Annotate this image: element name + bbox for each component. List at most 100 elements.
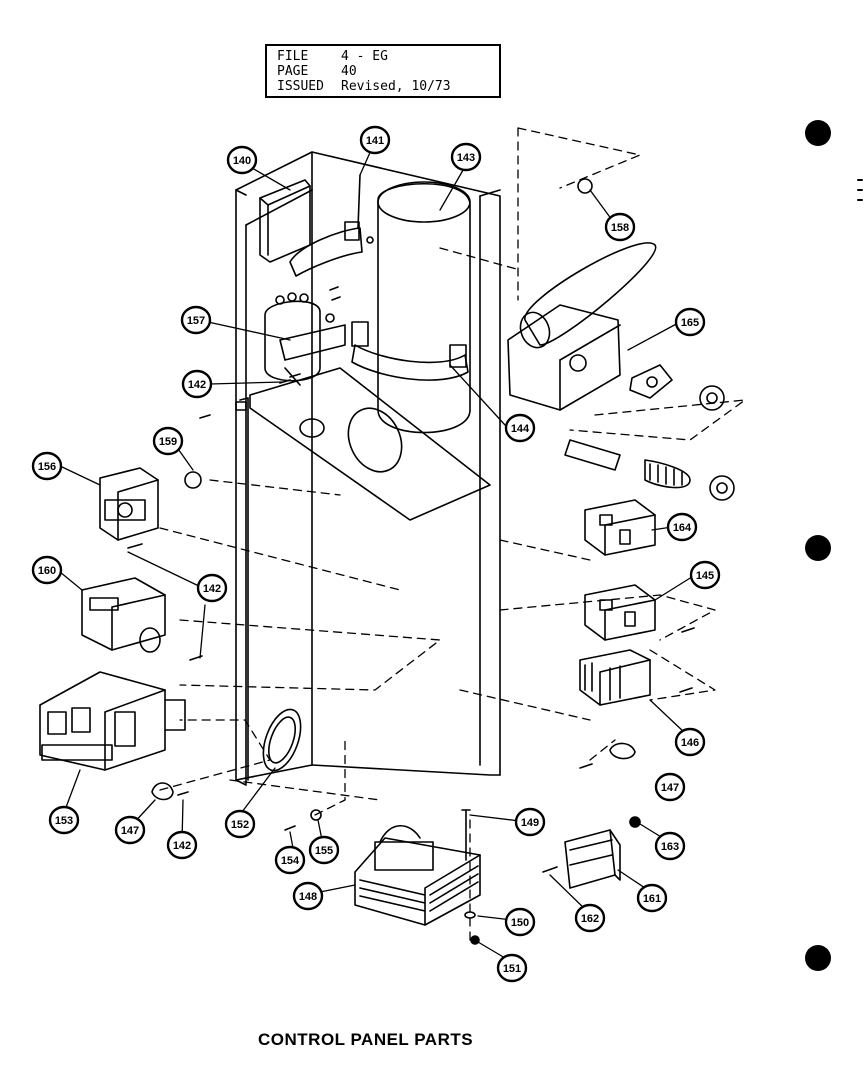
shelf-bracket	[249, 367, 491, 521]
grommet-152	[262, 708, 302, 772]
page-value: 40	[341, 64, 357, 79]
callout-bubble	[196, 573, 228, 603]
callout-bubble	[180, 305, 212, 335]
callout-152: 152	[224, 809, 256, 839]
callout-number: 164	[673, 522, 692, 534]
callout-bubble	[514, 807, 546, 837]
switch-145	[584, 584, 656, 641]
callout-163: 163	[654, 831, 686, 861]
callout-161: 161	[636, 883, 668, 913]
callout-number: 147	[661, 782, 679, 794]
control-panel-frame	[235, 151, 501, 786]
callout-146: 146	[674, 727, 706, 757]
binder-hole-top	[805, 120, 831, 146]
callout-165: 165	[674, 307, 706, 337]
dashed-assembly-lines	[159, 127, 746, 946]
callout-150: 150	[504, 907, 536, 937]
callout-number: 162	[581, 913, 599, 925]
capacitor-strap-144	[351, 321, 469, 381]
callout-number: 148	[299, 891, 317, 903]
callout-number: 145	[696, 570, 714, 582]
clamp-strap-141	[289, 174, 363, 277]
callout-number: 143	[457, 152, 475, 164]
callout-160: 160	[31, 555, 63, 585]
callout-number: 153	[55, 815, 73, 827]
callout-number: 142	[173, 840, 191, 852]
callout-149: 149	[514, 807, 546, 837]
switch-164	[584, 499, 656, 556]
callout-number: 157	[187, 315, 205, 327]
callout-158: 158	[604, 212, 636, 242]
callout-number: 140	[233, 155, 251, 167]
callout-number: 159	[159, 436, 177, 448]
callout-bubble	[504, 907, 536, 937]
callout-bubble	[31, 451, 63, 481]
callout-bubble	[574, 903, 606, 933]
wire-clip-147-left	[151, 782, 174, 801]
binder-hole-middle	[805, 535, 831, 561]
screws-142-upper	[199, 236, 374, 419]
wire-clip-147-right	[609, 742, 636, 760]
callout-140: 140	[226, 145, 258, 175]
page-title: CONTROL PANEL PARTS	[258, 1030, 474, 1049]
callout-number: 149	[521, 817, 539, 829]
transformer-148	[354, 824, 481, 926]
callout-155: 155	[308, 835, 340, 865]
star-washers	[699, 385, 735, 501]
diode-block-157	[264, 292, 346, 386]
timer-switch-156	[99, 467, 159, 541]
file-label: FILE	[277, 49, 309, 64]
callout-164: 164	[666, 512, 698, 542]
callout-156: 156	[31, 451, 63, 481]
callout-number: 150	[511, 917, 529, 929]
callout-number: 147	[121, 825, 139, 837]
callout-bubble	[654, 831, 686, 861]
callout-147: 147	[114, 815, 146, 845]
callout-bubble	[504, 413, 536, 443]
callout-bubble	[359, 125, 391, 155]
file-row: FILE 4 - EG	[277, 49, 499, 64]
callout-bubble	[114, 815, 146, 845]
callout-159: 159	[152, 426, 184, 456]
callout-147: 147	[654, 772, 686, 802]
issued-value: Revised, 10/73	[341, 79, 451, 94]
coupler-shaft	[564, 439, 691, 489]
callout-157: 157	[180, 305, 212, 335]
callout-141: 141	[359, 125, 391, 155]
callout-number: 141	[366, 135, 384, 147]
file-value: 4 - EG	[341, 49, 388, 64]
callout-154: 154	[274, 845, 306, 875]
callout-143: 143	[450, 142, 482, 172]
callout-bubble	[226, 145, 258, 175]
callout-148: 148	[292, 881, 324, 911]
callout-bubble	[292, 881, 324, 911]
callout-number: 156	[38, 461, 56, 473]
callout-number: 163	[661, 841, 679, 853]
callout-142: 142	[166, 830, 198, 860]
gasket-plate	[629, 364, 673, 399]
misc-screws	[127, 178, 695, 945]
callout-bubble	[224, 809, 256, 839]
motor-165	[507, 242, 657, 411]
callout-bubble	[604, 212, 636, 242]
callout-number: 142	[203, 583, 221, 595]
callout-number: 165	[681, 317, 699, 329]
callout-153: 153	[48, 805, 80, 835]
callout-151: 151	[496, 953, 528, 983]
relay-block-146	[579, 649, 651, 706]
callout-bubble	[496, 953, 528, 983]
callout-142: 142	[196, 573, 228, 603]
callout-bubble	[654, 772, 686, 802]
callout-bubble	[636, 883, 668, 913]
callout-bubble	[674, 727, 706, 757]
binder-hole-bottom	[805, 945, 831, 971]
callout-number: 160	[38, 565, 56, 577]
callout-145: 145	[689, 560, 721, 590]
callout-bubble	[674, 307, 706, 337]
callout-bubble	[689, 560, 721, 590]
callout-number: 154	[281, 855, 300, 867]
